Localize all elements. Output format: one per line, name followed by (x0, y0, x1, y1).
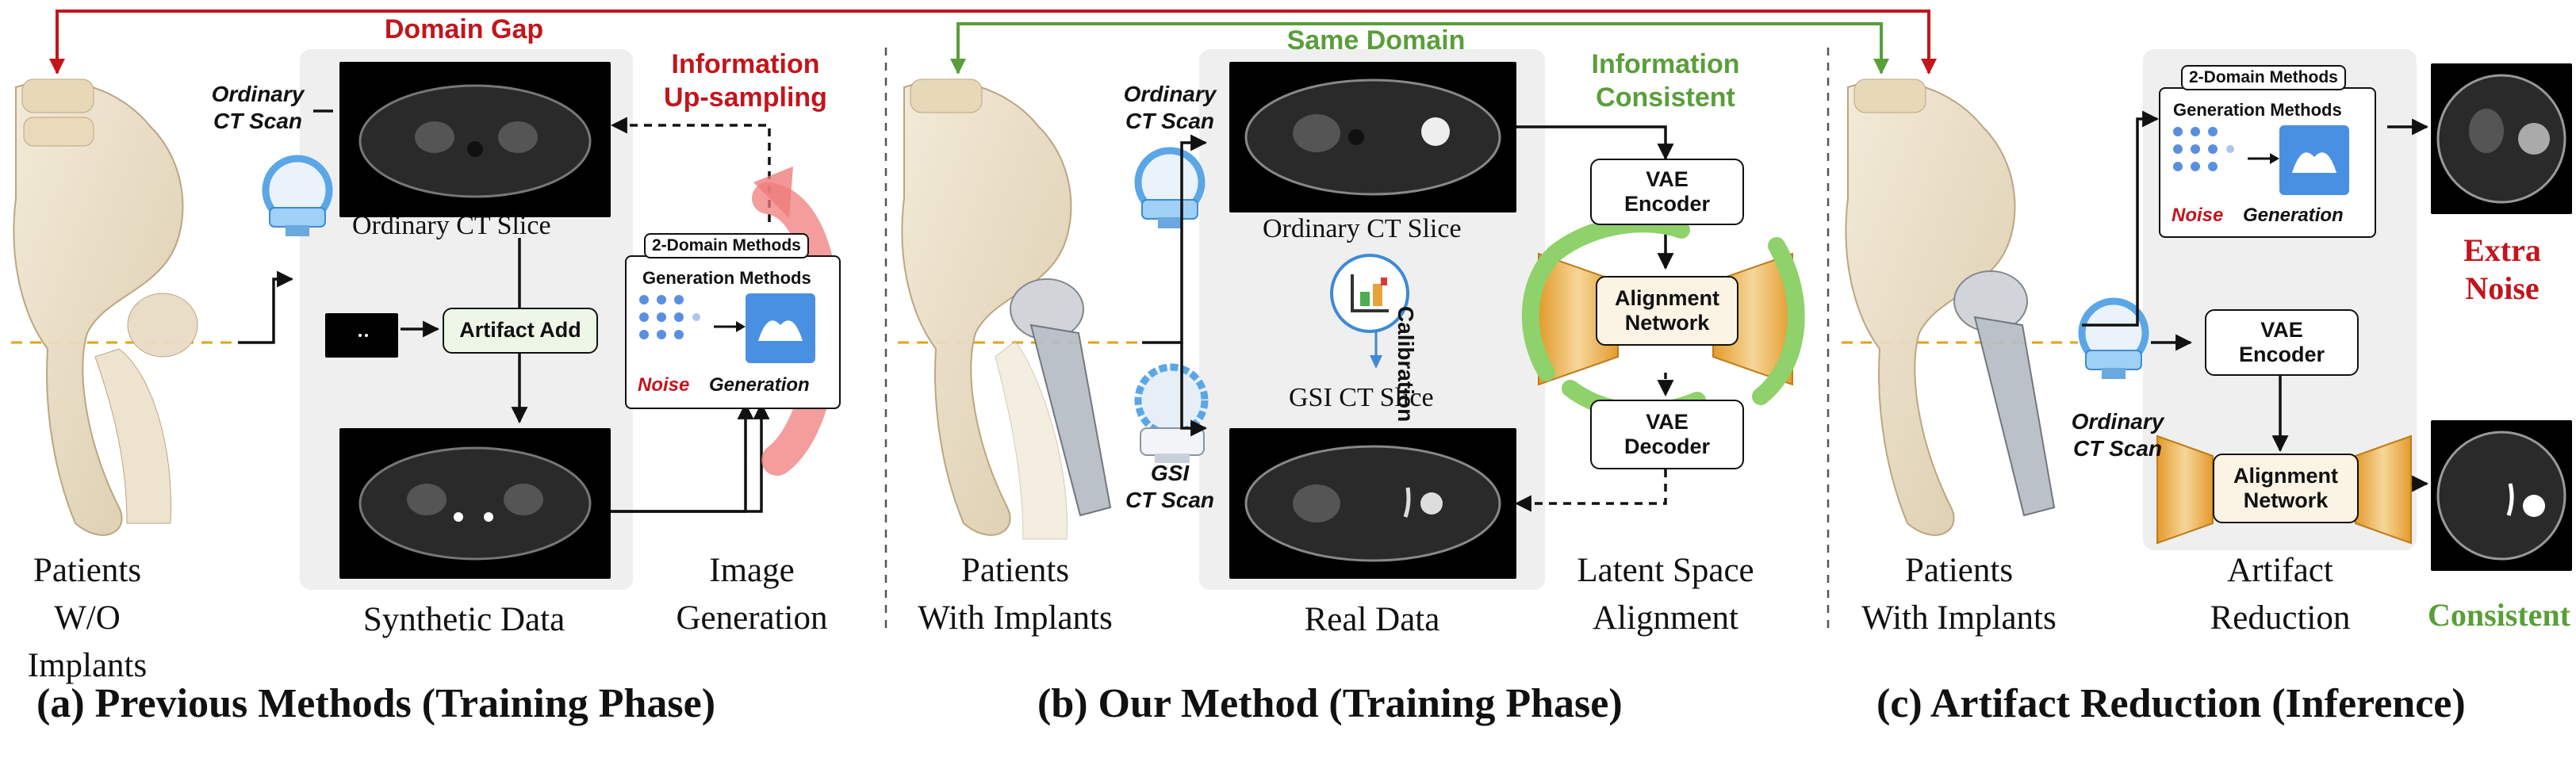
caption-c: (c) Artifact Reduction (Inference) (1876, 681, 2466, 726)
info-consistent-label: Information Consistent (1591, 49, 1740, 113)
noise-word-a: Noise (638, 374, 690, 396)
method-card-a-tab: 2-Domain Methods (644, 233, 809, 258)
caption-b: (b) Our Method (Training Phase) (1037, 681, 1623, 726)
caption-a: (a) Previous Methods (Training Phase) (36, 681, 716, 726)
ordinary-ct-slice-b-image (1229, 62, 1516, 212)
artifact-patch-image (325, 313, 398, 358)
generated-image-icon (2279, 125, 2349, 195)
same-domain-label: Same Domain (1286, 25, 1466, 56)
method-card-a-title: Generation Methods (642, 268, 811, 288)
generation-word-a: Generation (709, 374, 810, 396)
method-card-c-tab: 2-Domain Methods (2181, 65, 2346, 90)
synthetic-data-label: Synthetic Data (362, 601, 565, 638)
generation-word-c: Generation (2243, 205, 2344, 226)
gsi-ct-slice-image (1229, 428, 1516, 579)
ordinary-slice-label-a: Ordinary CT Slice (352, 211, 551, 240)
method-card-c: 2-Domain Methods Generation Methods Nois… (2159, 65, 2376, 238)
consistent-label: Consistent (2427, 597, 2571, 633)
calibration-label: Calibration (1386, 306, 1418, 422)
noise-dots-icon (639, 295, 700, 339)
method-card-c-title: Generation Methods (2173, 100, 2342, 120)
real-data-label: Real Data (1304, 601, 1440, 638)
noise-word-c: Noise (2172, 205, 2224, 226)
noise-dots-icon (2173, 127, 2234, 171)
synthetic-ct-slice-image (339, 428, 611, 579)
info-upsampling-label: Information Up-sampling (664, 49, 827, 113)
extra-noise-output-image (2431, 63, 2572, 214)
arrow-right-icon (714, 321, 746, 332)
domain-gap-label: Domain Gap (384, 14, 544, 44)
calibration-icon (1330, 254, 1409, 333)
gsi-slice-label: GSI CT Slice (1289, 383, 1434, 412)
ordinary-slice-label-b: Ordinary CT Slice (1263, 214, 1462, 243)
ordinary-ct-slice-image (339, 62, 611, 217)
generated-image-icon (746, 293, 815, 363)
artifact-add-box: Artifact Add (443, 308, 598, 354)
arrow-right-icon (2248, 153, 2279, 164)
method-card-a: 2-Domain Methods Generation Methods Nois… (625, 233, 841, 409)
consistent-output-image (2431, 420, 2572, 571)
